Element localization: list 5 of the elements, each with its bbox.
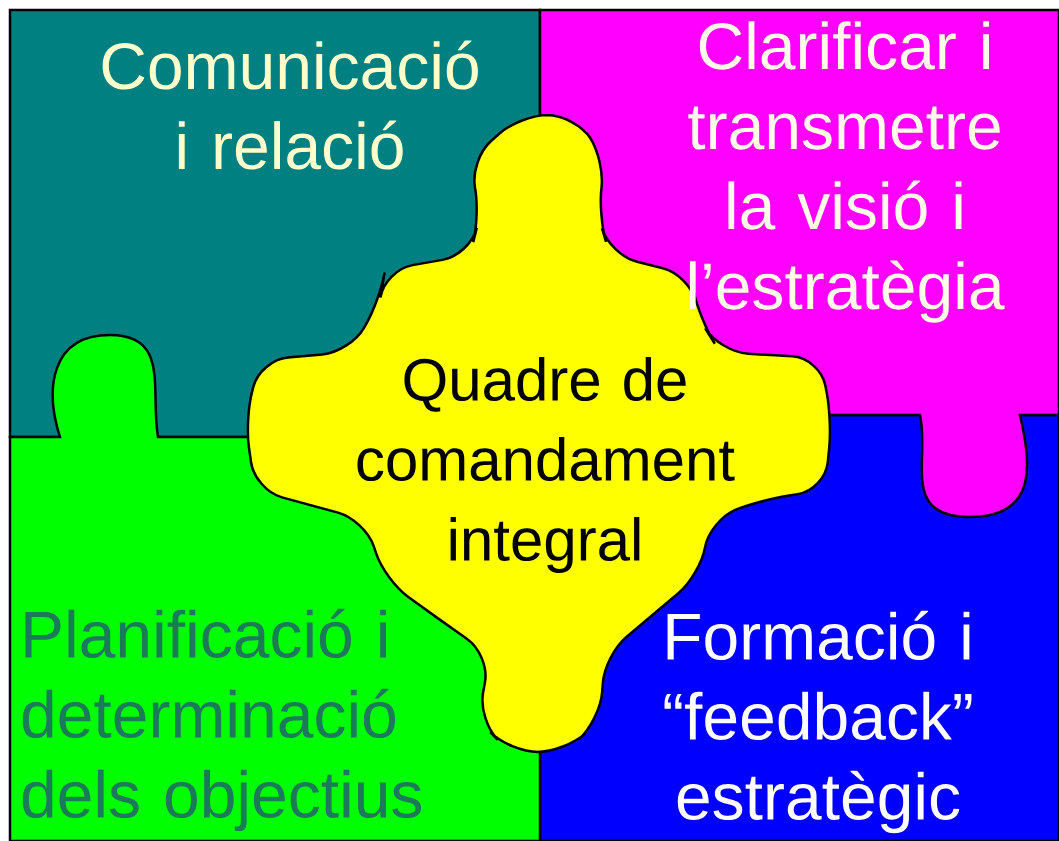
piece-label: Formació i “feedback” estratègic <box>664 610 972 834</box>
piece-label: Quadre de comandament integral <box>357 357 735 573</box>
piece-label: Planificació i determinació dels objectius <box>22 608 422 832</box>
piece-label: Comunicació i relació <box>102 40 478 170</box>
piece-label: Clarificar i transmetre la visió i l’estratègia <box>688 21 1005 323</box>
